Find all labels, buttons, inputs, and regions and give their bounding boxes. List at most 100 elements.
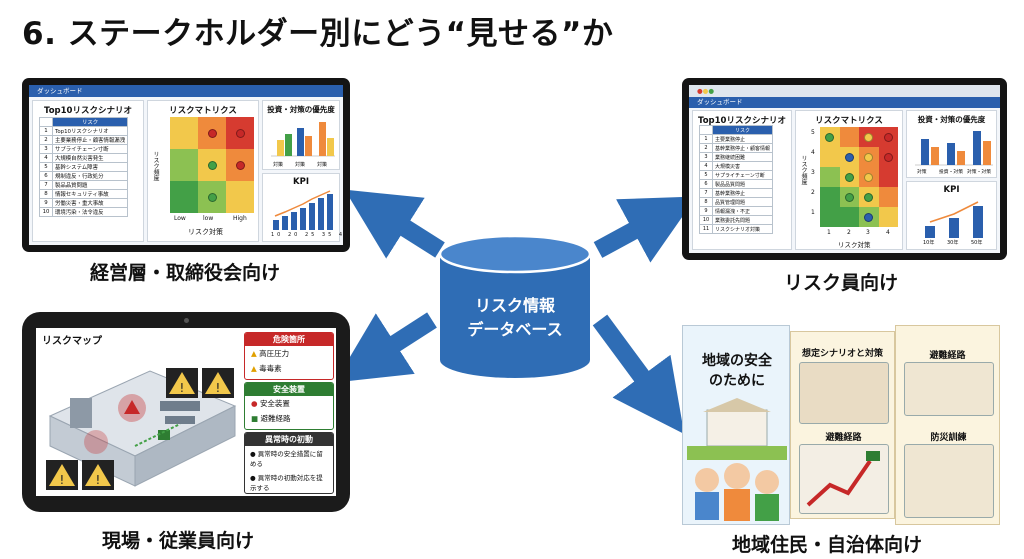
- tick-label: 5: [811, 129, 815, 136]
- exec-risk-matrix: [170, 117, 254, 213]
- danger-panel: 危険箇所 ▲ 高圧圧力 ▲ 毒毒素: [244, 332, 334, 380]
- tick-label: 1: [827, 229, 831, 236]
- exec-scenario-title: Top10リスクシナリオ: [44, 106, 132, 116]
- exec-kpi-panel: KPI 10 20 25 35 47 57 67: [262, 173, 343, 242]
- brochure-middle: 想定シナリオと対策 避難経路: [790, 331, 895, 519]
- category-label: 対策: [273, 162, 284, 168]
- risk-appbar-title: ダッシュボード: [689, 97, 1000, 108]
- emergency-header: 異常時の初動: [245, 433, 333, 446]
- tick-label: 4: [886, 229, 890, 236]
- risk-invest-title: 投資・対策の優先度: [917, 115, 986, 124]
- list-item: ● 安全装置: [251, 399, 290, 408]
- brochure-cover: 地域の安全 のために: [682, 325, 790, 525]
- scenario-title: 想定シナリオと対策: [801, 349, 883, 359]
- category-label: 対策: [317, 162, 328, 168]
- brochure-right: 避難経路 防災訓練: [895, 325, 1000, 525]
- tick-label: 2: [811, 189, 815, 196]
- arrow-to-risk: [593, 196, 697, 263]
- category-label: 対策: [295, 162, 306, 168]
- cover-title-2: のために: [709, 373, 765, 389]
- community-caption: 地域住民・自治体向け: [732, 534, 923, 556]
- risk-matrix-xlabel: リスク対策: [838, 241, 871, 249]
- field-caption: 現場・従業員向け: [102, 530, 255, 552]
- exec-appbar: ダッシュボード: [29, 85, 343, 97]
- town-illustration: [687, 398, 787, 521]
- field-tablet: リスクマップ ! ! ! ! 危険箇所 ▲ 高圧圧力 ▲ 毒毒: [22, 312, 350, 512]
- arrow-to-field: [334, 312, 437, 383]
- exec-kpi-ticks: 10 20 25 35 47 57 67: [271, 232, 343, 238]
- list-item: ■ 避難経路: [251, 414, 291, 423]
- risk-kpi-title: KPI: [943, 185, 960, 195]
- page-title: 6. ステークホルダー別にどう“見せる”か: [22, 16, 614, 52]
- risk-invest-panel: 投資・対策の優先度 対策 投資・対策 対策・対策: [906, 110, 997, 178]
- exec-kpi-title: KPI: [293, 177, 309, 187]
- risk-matrix-title: リスクマトリクス: [815, 116, 883, 126]
- table-header: リスク: [51, 117, 129, 127]
- database-icon: [438, 234, 592, 378]
- arrow-to-community: [592, 314, 685, 435]
- safety-panel: 安全装置 ● 安全装置 ■ 避難経路: [244, 382, 334, 430]
- field-map-title: リスクマップ: [42, 336, 102, 347]
- exec-invest-title: 投資・対策の優先度: [267, 105, 335, 114]
- svg-text:!: !: [180, 381, 185, 395]
- exec-invest-chart: [271, 122, 335, 157]
- cover-title-1: 地域の安全: [702, 353, 772, 369]
- exit-icon: ■: [251, 414, 259, 423]
- drill-illustration: [904, 444, 994, 518]
- list-item: ▲ 高圧圧力: [251, 349, 290, 358]
- tick-label: 1: [811, 209, 815, 216]
- svg-text:!: !: [96, 473, 101, 487]
- exec-matrix-title: リスクマトリクス: [169, 106, 237, 116]
- risk-caption: リスク員向け: [784, 272, 899, 294]
- location-pin-icon: ●: [251, 399, 258, 408]
- list-item: ● 異常時の安全措置に留める: [250, 450, 323, 468]
- field-screen: リスクマップ ! ! ! ! 危険箇所 ▲ 高圧圧力 ▲ 毒毒: [36, 328, 336, 496]
- table-header: リスク: [711, 125, 774, 135]
- risk-appbar: ●●●: [689, 85, 1000, 97]
- evacuation-illustration: [904, 362, 994, 416]
- risk-risk-matrix: [820, 127, 898, 227]
- tick-label: High: [233, 215, 247, 222]
- tick-label: 4: [811, 149, 815, 156]
- list-item: ▲ 毒毒素: [251, 364, 282, 373]
- warning-icon: ▲: [251, 364, 257, 373]
- risk-invest-chart: [915, 131, 993, 166]
- tick-label: low: [203, 215, 214, 222]
- risk-matrix-ylabel: リスク頻度: [800, 155, 807, 185]
- tick-label: 3: [866, 229, 870, 236]
- tick-label: Low: [174, 215, 186, 222]
- database-label-2: データベース: [467, 320, 563, 339]
- evac-route-title: 避難経路: [929, 351, 966, 361]
- hazard-sign-icon: ! !: [46, 460, 114, 490]
- exec-matrix-xlabel: リスク対策: [188, 228, 223, 236]
- svg-text:!: !: [216, 381, 221, 395]
- community-brochure: 地域の安全 のために 想定シナリオと対策 避難経路 避難経路 防災訓練: [682, 325, 1000, 525]
- database-label-1: リスク情報: [474, 296, 555, 315]
- tick-label: 30年: [947, 240, 959, 246]
- risk-kpi-panel: KPI 10年 30年 50年: [906, 181, 997, 250]
- exec-kpi-chart: [273, 190, 333, 230]
- arrow-to-exec: [344, 189, 445, 259]
- risk-kpi-chart: [925, 201, 983, 238]
- danger-header: 危険箇所: [245, 333, 333, 346]
- svg-text:!: !: [60, 473, 65, 487]
